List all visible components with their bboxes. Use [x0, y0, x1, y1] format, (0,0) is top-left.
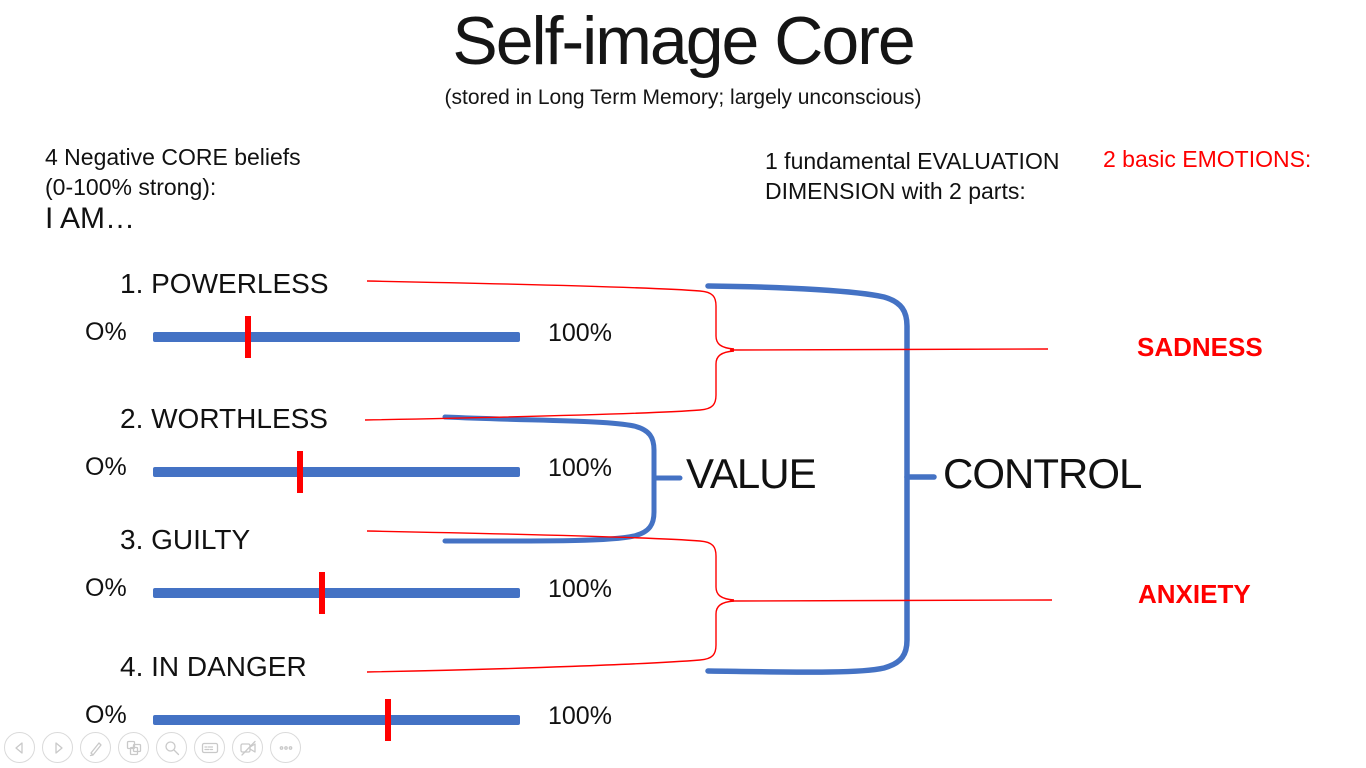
see-all-slides-button[interactable] — [118, 732, 149, 763]
more-options-button[interactable] — [270, 732, 301, 763]
slide-title: Self-image Core — [452, 3, 915, 79]
slide-subtitle: (stored in Long Term Memory; largely unc… — [444, 86, 922, 109]
strength-marker — [318, 572, 325, 614]
belief-label: 2. WORTHLESS — [120, 403, 328, 434]
belief-label: 4. IN DANGER — [120, 651, 307, 682]
previous-slide-button[interactable] — [4, 732, 35, 763]
more-options-icon — [279, 745, 292, 750]
camera-off-button[interactable] — [232, 732, 263, 763]
core-beliefs-header: 4 Negative CORE beliefs (0-100% strong): — [45, 142, 301, 202]
belief-label: 1. POWERLESS — [120, 268, 329, 299]
previous-slide-icon — [14, 741, 23, 754]
value-dimension-label: VALUE — [686, 450, 817, 497]
pen-button[interactable] — [80, 732, 111, 763]
scale-max-label: 100% — [548, 702, 612, 730]
strength-marker — [384, 699, 391, 741]
sadness-emotion-label: SADNESS — [1137, 332, 1263, 362]
evaluation-dimension-header: 1 fundamental EVALUATION DIMENSION with … — [765, 146, 1059, 206]
core-beliefs-header-line1: 4 Negative CORE beliefs — [45, 144, 301, 170]
basic-emotions-header: 2 basic EMOTIONS: — [1103, 146, 1312, 172]
next-slide-button[interactable] — [42, 732, 73, 763]
camera-off-icon — [239, 740, 256, 756]
zoom-icon — [164, 740, 179, 755]
scale-max-label: 100% — [548, 319, 612, 347]
sadness-connector — [364, 280, 1049, 421]
strength-marker — [296, 451, 303, 493]
pen-icon — [89, 741, 102, 756]
strength-bar — [153, 332, 520, 342]
scale-min-label: O% — [85, 318, 127, 346]
i-am-label: I AM… — [45, 202, 136, 235]
strength-bar — [153, 467, 520, 477]
scale-min-label: O% — [85, 701, 127, 729]
next-slide-icon — [54, 741, 63, 754]
belief-label: 3. GUILTY — [120, 524, 251, 555]
strength-marker — [245, 316, 252, 358]
control-dimension-label: CONTROL — [943, 450, 1142, 497]
evaluation-dimension-header-line2: DIMENSION with 2 parts: — [765, 178, 1026, 204]
evaluation-dimension-header-line1: 1 fundamental EVALUATION — [765, 148, 1060, 174]
presenter-toolbar — [4, 732, 301, 763]
anxiety-emotion-label: ANXIETY — [1138, 579, 1251, 609]
scale-min-label: O% — [85, 574, 127, 602]
see-all-slides-icon — [126, 740, 141, 755]
strength-bar — [153, 715, 520, 725]
scale-max-label: 100% — [548, 454, 612, 482]
anxiety-connector — [366, 530, 1053, 673]
captions-icon — [201, 742, 218, 753]
strength-bar — [153, 588, 520, 598]
captions-button[interactable] — [194, 732, 225, 763]
scale-max-label: 100% — [548, 575, 612, 603]
core-beliefs-header-line2: (0-100% strong): — [45, 174, 217, 200]
scale-min-label: O% — [85, 453, 127, 481]
zoom-button[interactable] — [156, 732, 187, 763]
